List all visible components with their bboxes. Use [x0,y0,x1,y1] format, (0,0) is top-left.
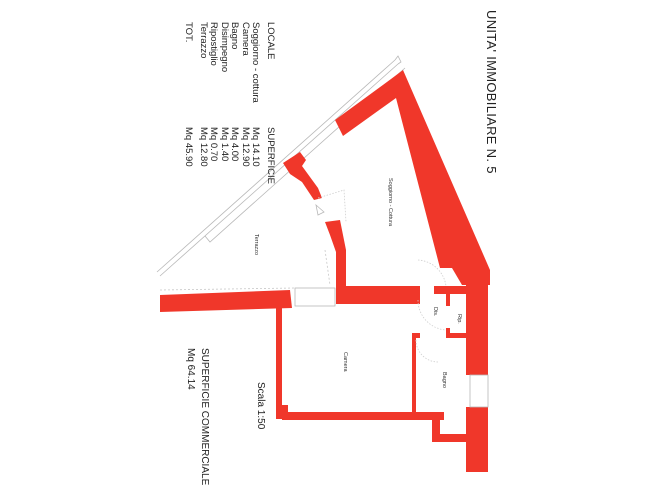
table-header: LOCALE SUPERFICIE [265,22,276,187]
header-locale: LOCALE [265,22,276,60]
walls [160,70,490,472]
commercial-area-value: Mq 64.14 [185,348,196,390]
room-label-camera: Camera [342,352,348,372]
header-superficie: SUPERFICIE [265,127,276,185]
room-label-ripostiglio: Rip. [456,314,462,324]
room-label-terrazzo: Terrazzo [253,234,259,256]
terrace-dashed-edge [159,169,331,291]
door-swings [317,189,447,363]
room-label-bagno: Bagno [441,372,447,388]
scale-label: Scala 1:50 [255,382,266,430]
table-total-row: TOT.Mq 45.90 [183,22,195,167]
unit-title: UNITA' IMMOBILIARE N. 5 [484,10,499,174]
windows [294,203,489,408]
commercial-area-label: SUPERFICIE COMMERCIALE [199,348,210,486]
room-label-soggiorno: Soggiorno - Cottura [387,178,393,226]
room-label-disimpegno: Dis. [432,307,438,317]
